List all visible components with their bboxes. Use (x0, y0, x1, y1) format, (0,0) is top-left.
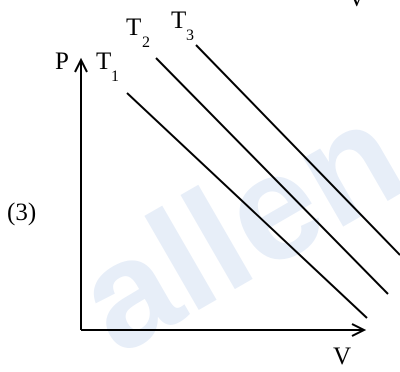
isotherm-label-t1: T 1 (96, 48, 119, 85)
y-axis-arrowhead (74, 57, 88, 73)
isotherm-line-t3 (195, 44, 400, 256)
y-axis-label: P (55, 48, 69, 75)
axes (74, 57, 367, 337)
isotherm-line-t1 (126, 92, 368, 319)
isotherm-label-t3: T 3 (171, 7, 194, 44)
isotherm-label-t2-letter: T (126, 14, 141, 41)
option-label: (3) (7, 199, 36, 226)
isotherm-label-t1-letter: T (96, 48, 111, 75)
isotherm-label-t2-subscript: 2 (142, 34, 150, 51)
top-partial-label: V (348, 0, 366, 12)
isotherm-label-t1-subscript: 1 (111, 68, 119, 85)
isotherm-label-t3-subscript: 3 (186, 27, 194, 44)
isotherm-label-t3-letter: T (171, 7, 186, 34)
isotherm-lines (126, 44, 400, 319)
isotherm-line-t2 (155, 57, 389, 295)
x-axis-arrowhead (351, 323, 367, 337)
x-axis-label: V (333, 343, 351, 370)
watermark-text: allen (49, 68, 400, 372)
isotherm-label-t2: T 2 (126, 14, 150, 51)
